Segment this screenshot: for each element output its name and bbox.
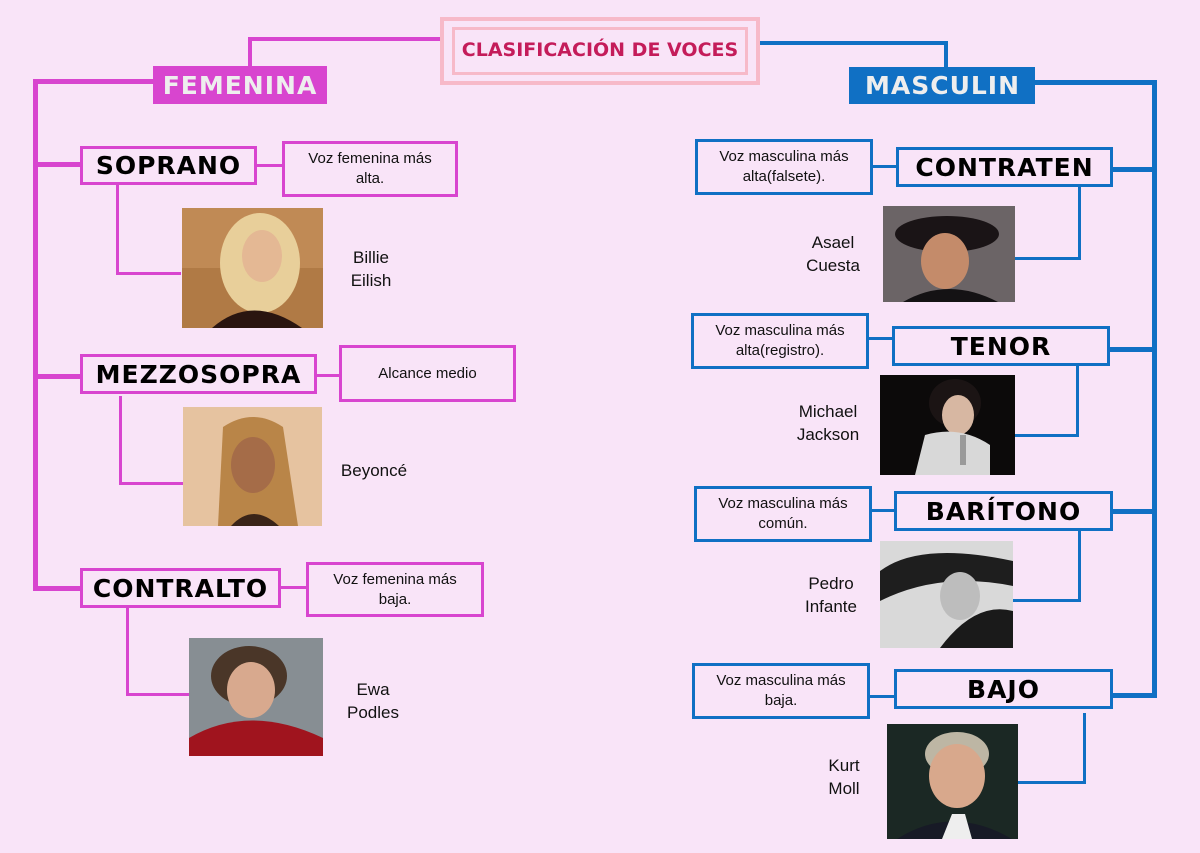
category-masculina: MASCULIN	[849, 67, 1035, 104]
connector-title-femenina-h	[248, 37, 440, 41]
connector-title-masculina-v	[944, 41, 948, 68]
connector-mezzo	[33, 374, 81, 379]
voice-mezzosoprano: MEZZOSOPRA	[80, 354, 317, 394]
singer-name-michael-jackson: Michael Jackson	[796, 402, 860, 444]
connector-soprano	[33, 162, 81, 167]
connector-soprano-photo-h	[116, 272, 181, 275]
description-contratenor: Voz masculina más alta(falsete).	[695, 139, 873, 195]
singer-name-kurt-moll: Kurt Moll	[828, 756, 860, 798]
photo-kurt-moll	[887, 724, 1018, 839]
connector-contraten	[1111, 167, 1157, 172]
connector-contralto	[33, 586, 81, 591]
connector-contralto-desc	[280, 586, 308, 589]
voice-contratenor: CONTRATEN	[896, 147, 1113, 187]
voice-baritono: BARÍTONO	[894, 491, 1113, 531]
connector-baritono-photo-v	[1078, 530, 1081, 602]
voice-tenor: TENOR	[892, 326, 1110, 366]
connector-baritono-photo-h	[1013, 599, 1081, 602]
connector-bajo-photo-v	[1083, 713, 1086, 784]
connector-mezzo-photo-h	[119, 482, 183, 485]
voice-bajo: BAJO	[894, 669, 1113, 709]
connector-tenor	[1108, 347, 1157, 352]
photo-billie-eilish	[182, 208, 323, 328]
photo-beyonce	[183, 407, 322, 526]
category-femenina: FEMENINA	[153, 66, 327, 104]
connector-contralto-photo-v	[126, 608, 129, 696]
connector-soprano-photo-v	[116, 185, 119, 275]
description-soprano: Voz femenina más alta.	[282, 141, 458, 197]
voice-soprano: SOPRANO	[80, 146, 257, 185]
singer-name-billie-eilish: Billie Eilish	[350, 248, 392, 290]
connector-mezzo-photo-v	[119, 396, 122, 485]
connector-tenor-photo-h	[1014, 434, 1079, 437]
description-baritono: Voz masculina más común.	[694, 486, 872, 542]
connector-baritono-desc	[870, 509, 896, 512]
connector-tenor-desc	[868, 337, 894, 340]
description-bajo: Voz masculina más baja.	[692, 663, 870, 719]
title-box: CLASIFICACIÓN DE VOCES	[440, 17, 760, 85]
connector-title-masculina-h	[760, 41, 948, 45]
voice-contralto: CONTRALTO	[80, 568, 281, 608]
connector-tenor-photo-v	[1076, 366, 1079, 437]
title-inner-frame: CLASIFICACIÓN DE VOCES	[452, 27, 748, 75]
connector-baritono	[1112, 509, 1157, 514]
connector-contraten-photo-v	[1078, 186, 1081, 260]
description-tenor: Voz masculina más alta(registro).	[691, 313, 869, 369]
singer-name-asael-cuesta: Asael Cuesta	[806, 233, 860, 275]
connector-contraten-desc	[872, 165, 898, 168]
photo-ewa-podles	[189, 638, 323, 756]
connector-femenina-spine-top	[33, 79, 153, 84]
connector-bajo	[1112, 693, 1157, 698]
singer-name-beyonce: Beyoncé	[340, 461, 408, 480]
connector-contraten-photo-h	[1014, 257, 1081, 260]
connector-bajo-desc	[869, 695, 897, 698]
connector-soprano-desc	[255, 164, 283, 167]
photo-michael-jackson	[880, 375, 1015, 475]
connector-bajo-photo-h	[1018, 781, 1086, 784]
singer-name-pedro-infante: Pedro Infante	[805, 574, 857, 616]
description-contralto: Voz femenina más baja.	[306, 562, 484, 617]
connector-title-femenina-v	[248, 37, 252, 67]
singer-name-ewa-podles: Ewa Podles	[347, 680, 399, 722]
connector-masculina-spine-top	[1035, 80, 1157, 85]
connector-mezzo-desc	[315, 374, 341, 377]
connector-masculina-spine	[1152, 80, 1157, 698]
photo-asael-cuesta	[883, 206, 1015, 302]
connector-contralto-photo-h	[126, 693, 190, 696]
photo-pedro-infante	[880, 541, 1013, 648]
page-title: CLASIFICACIÓN DE VOCES	[461, 39, 739, 61]
description-mezzosoprano: Alcance medio	[339, 345, 516, 402]
connector-femenina-spine	[33, 79, 38, 591]
